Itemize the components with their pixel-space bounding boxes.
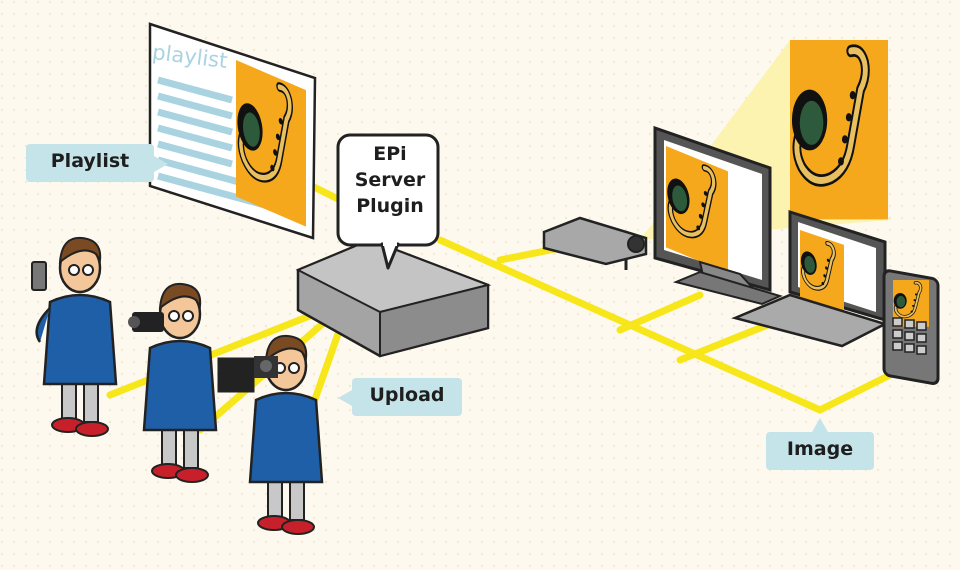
phone-icon — [31, 261, 47, 291]
playlist-callout: Playlist — [26, 144, 168, 182]
phone-icon — [882, 269, 940, 385]
upload-callout: Upload — [338, 378, 462, 416]
server-box-icon — [295, 238, 492, 358]
server-label: EPi Server Plugin — [344, 141, 436, 219]
camera-icon — [132, 312, 164, 332]
projected-image — [790, 40, 888, 219]
server-speech-bubble — [336, 133, 440, 270]
monitor-icon — [653, 125, 783, 306]
person-with-camera — [128, 282, 218, 484]
projector-icon — [542, 216, 648, 270]
video-camera-icon — [217, 356, 278, 393]
person-with-video-camera — [217, 334, 324, 536]
playlist-document-icon — [148, 22, 317, 240]
laptop-icon — [731, 209, 889, 348]
person-with-phone — [31, 236, 118, 438]
server-label-line1: EPi — [373, 143, 407, 165]
server-label-line2: Server — [354, 169, 426, 191]
server-label-line3: Plugin — [356, 195, 424, 217]
image-callout: Image — [766, 418, 874, 470]
